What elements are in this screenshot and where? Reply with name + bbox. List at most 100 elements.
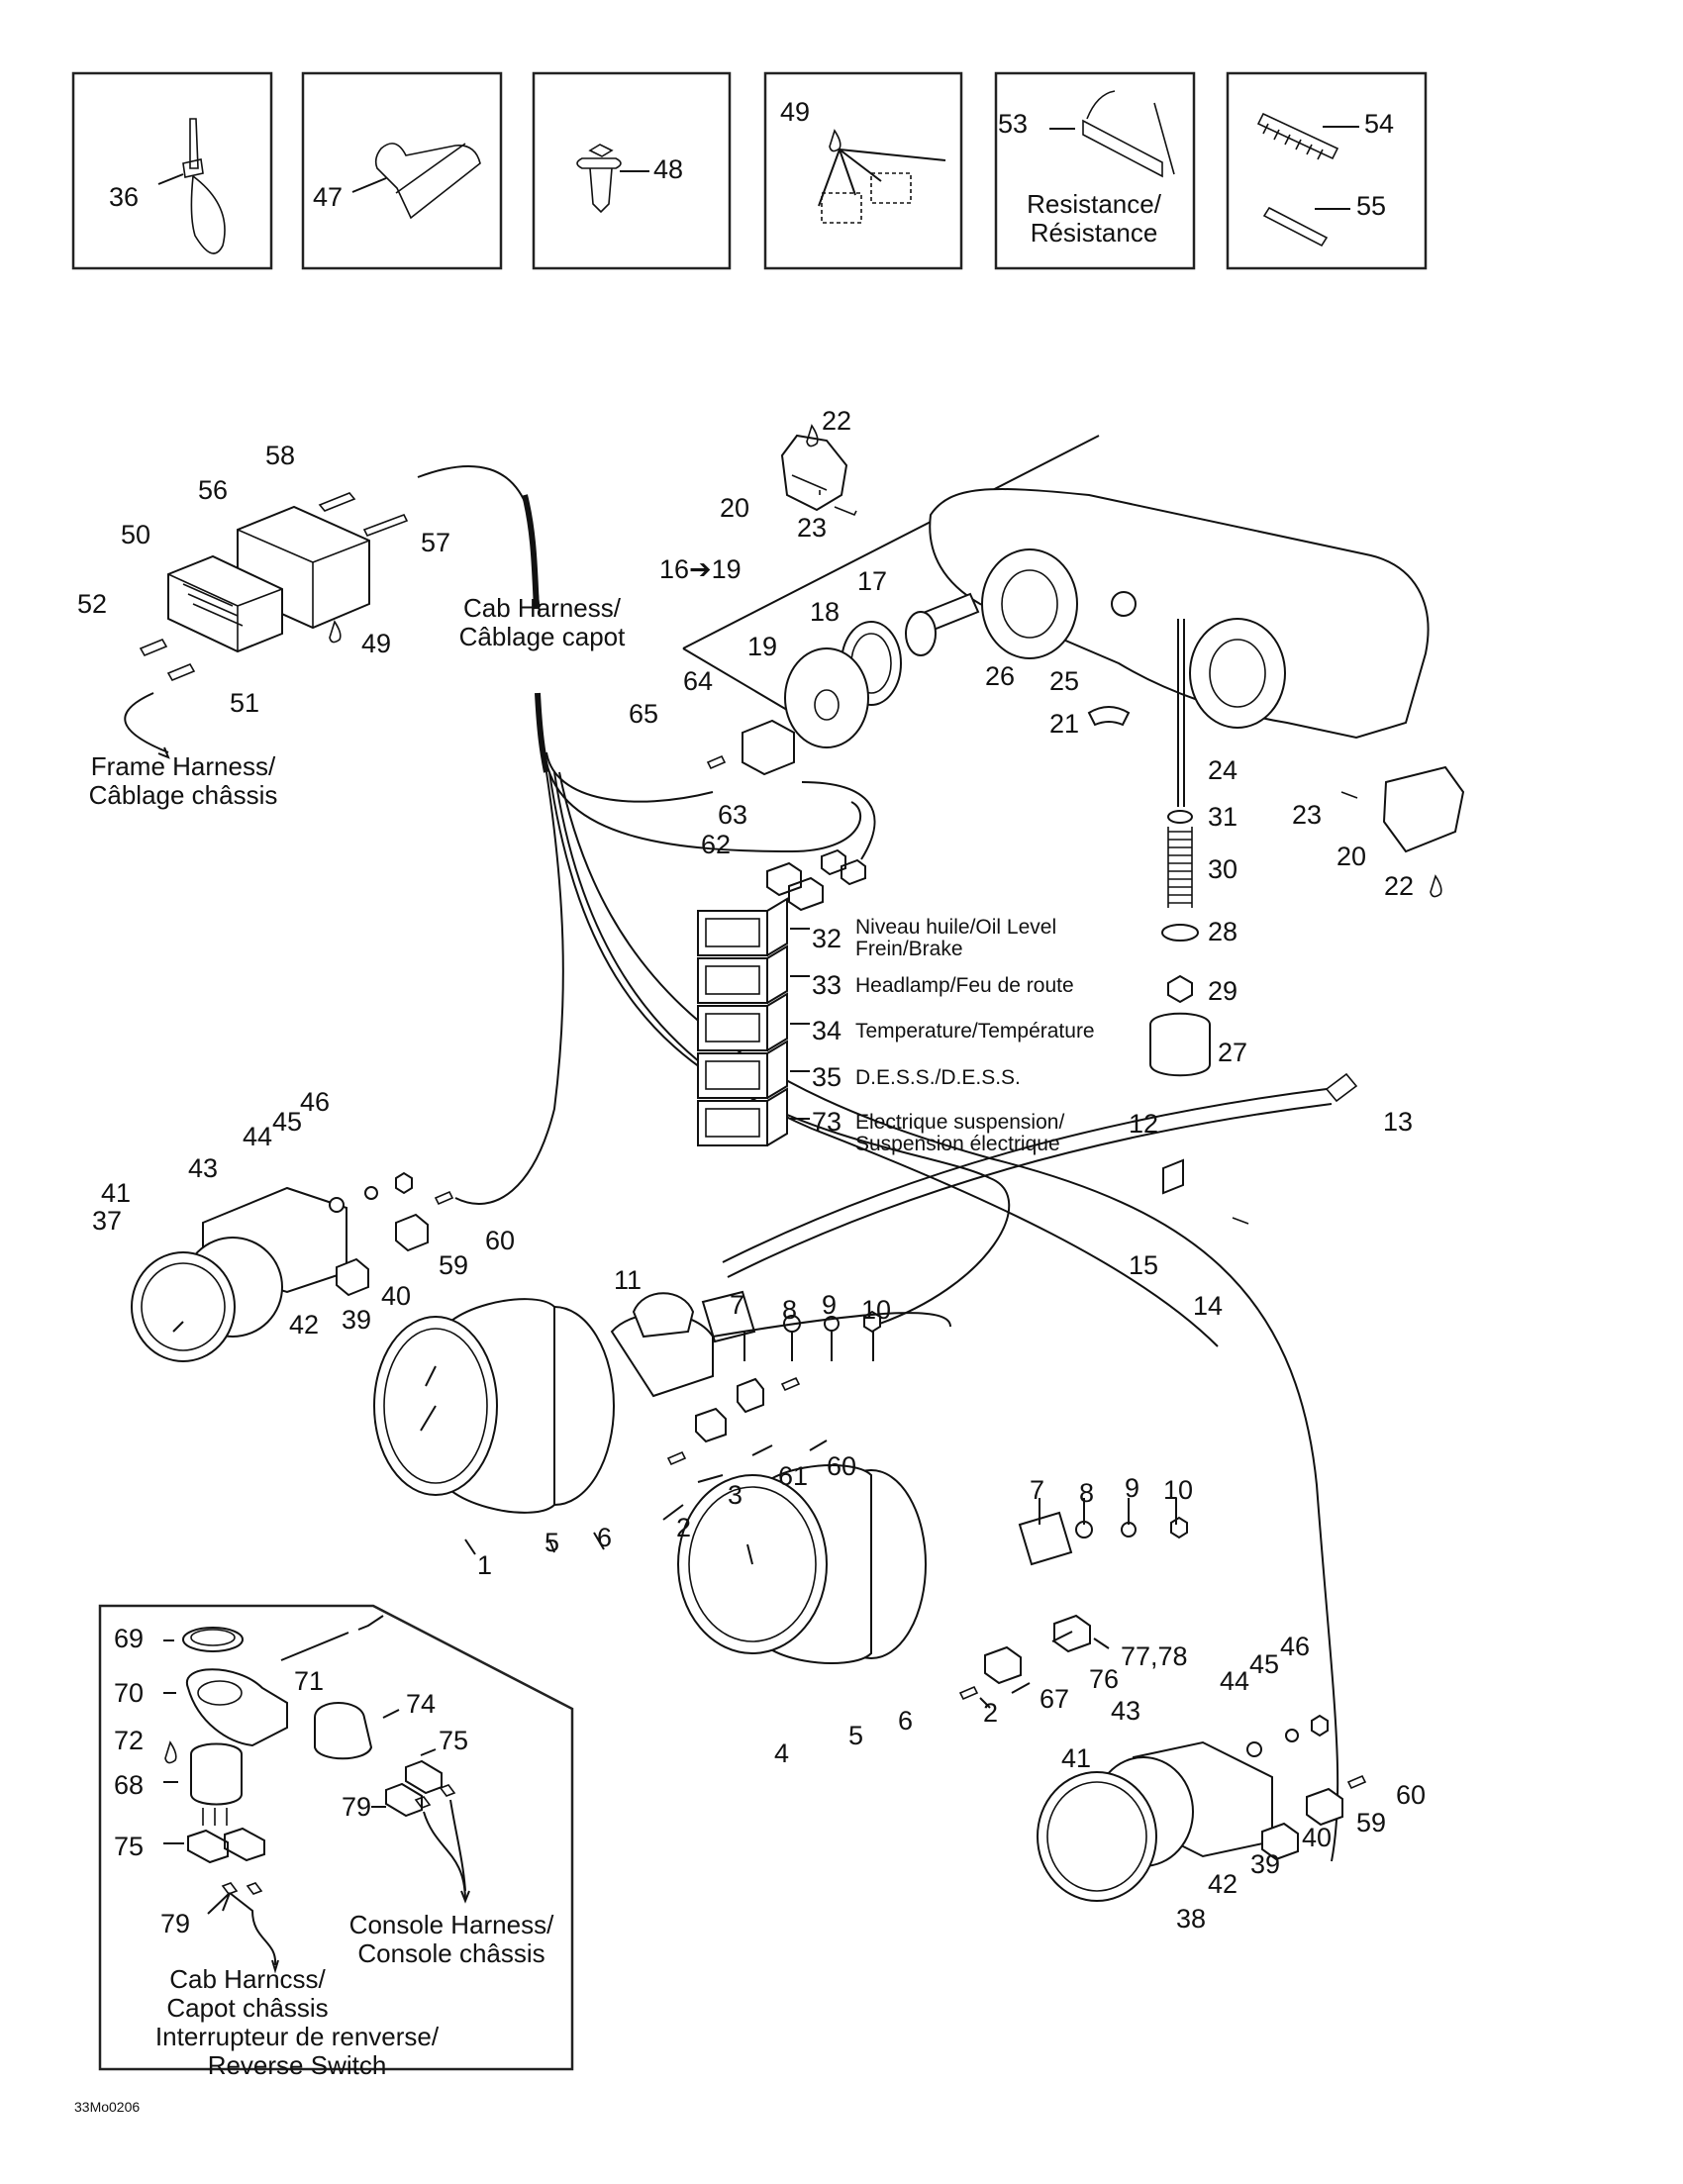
callout-40-left: 40 [381,1281,412,1311]
callout-74: 74 [406,1689,437,1719]
bracket-7 [701,1290,756,1343]
switch-number-73: 73 [812,1107,842,1137]
callout-12: 12 [1129,1109,1159,1139]
callout-19: 19 [747,632,778,661]
callout-75-left: 75 [114,1832,145,1861]
callout-60-left: 60 [485,1226,516,1255]
callout-37: 37 [92,1206,123,1236]
resistance-caption-en: Resistance/ [1027,189,1161,219]
callout-43-left: 43 [188,1153,219,1183]
clip-15 [1162,1158,1184,1195]
callout-52: 52 [77,589,108,619]
callout-7-lower: 7 [1030,1475,1045,1505]
callout-1: 1 [477,1550,493,1580]
inset-box-screw [532,71,732,270]
callout-64: 64 [683,666,714,696]
callout-70: 70 [114,1678,145,1708]
inset-box-cable-tie [71,71,273,270]
callout-41-left: 41 [101,1178,132,1208]
callout-50: 50 [121,520,151,549]
callout-2-upper: 2 [676,1513,692,1542]
console-harness-label-fr: Console châssis [357,1938,545,1968]
callout-39-left: 39 [342,1305,372,1335]
switch-label-35: D.E.S.S./D.E.S.S. [855,1066,1021,1089]
resistance-caption-fr: Résistance [1030,218,1158,248]
callout-60-mid: 60 [827,1451,857,1481]
callout-10-upper: 10 [861,1295,892,1325]
callout-47: 47 [313,182,344,212]
callout-46-left: 46 [300,1087,331,1117]
switch-stack [697,897,788,1146]
callout-45-right: 45 [1249,1649,1280,1679]
callout-76: 76 [1089,1664,1120,1694]
callout-7-upper: 7 [730,1290,745,1320]
figure-code: 33Mo0206 [74,2099,141,2115]
callout-45-left: 45 [272,1107,303,1137]
callout-10-lower: 10 [1163,1475,1194,1505]
callout-54: 54 [1364,109,1395,139]
leader-16-19 [682,435,1100,649]
bracket-20-lower [1382,765,1465,853]
switch-number-32: 32 [812,924,842,953]
callout-79-right: 79 [342,1792,372,1822]
callout-42-right: 42 [1208,1869,1238,1899]
callout-51: 51 [230,688,260,718]
inset-box-bracket [301,71,503,270]
callout-20-lower: 20 [1336,842,1367,871]
inset-cab-harness-label-en: Cab Harncss/ [169,1964,326,1994]
callout-58: 58 [265,441,296,470]
callout-68: 68 [114,1770,145,1800]
callout-6-lower: 6 [898,1706,914,1736]
spring-30 [1167,827,1193,908]
callout-43-right: 43 [1111,1696,1141,1726]
callout-28: 28 [1208,917,1238,946]
callout-16-19: 16➔19 [659,554,742,584]
callout-9-lower: 9 [1125,1473,1140,1503]
callout-44-left: 44 [243,1122,273,1151]
switch-label-73-line1: Electrique suspension/ [855,1111,1065,1134]
switch-number-33: 33 [812,970,842,1000]
speedometer-drive-11 [632,1292,695,1339]
speedometer-cable-12 [722,1088,1333,1278]
callout-25: 25 [1049,666,1080,696]
callout-2-lower: 2 [983,1698,999,1728]
callout-53: 53 [998,109,1029,139]
callout-39-right: 39 [1250,1849,1281,1879]
callout-22-lower: 22 [1384,871,1415,901]
switch-number-34: 34 [812,1016,842,1045]
socket-64 [742,719,795,776]
inset-cab-harness-label-fr: Capot châssis [166,1993,329,2023]
callout-29: 29 [1208,976,1238,1006]
callout-40-right: 40 [1302,1823,1333,1852]
inset-box-sleeve-tape [1226,71,1428,270]
callout-46-right: 46 [1280,1632,1311,1661]
callout-5-lower: 5 [848,1721,864,1750]
callout-71: 71 [294,1666,325,1696]
callout-15: 15 [1129,1250,1159,1280]
callout-61: 61 [778,1461,809,1491]
callout-60-right: 60 [1396,1780,1427,1810]
headlamp-bulb-17 [905,592,980,656]
inset-box-resistance [994,71,1196,270]
callout-49: 49 [361,629,392,658]
adjuster-rod-24 [1177,619,1185,807]
callout-56: 56 [198,475,229,505]
callout-42-left: 42 [289,1310,320,1340]
callout-20-upper: 20 [720,493,750,523]
callout-6-upper: 6 [597,1523,613,1552]
callout-30: 30 [1208,854,1238,884]
callout-62: 62 [701,830,732,859]
gauge-38 [1037,1740,1273,1902]
callout-27: 27 [1218,1038,1248,1067]
callout-49-inset: 49 [780,97,811,127]
callout-22-upper: 22 [822,406,852,436]
callout-48: 48 [653,154,684,184]
callout-77-78: 77,78 [1121,1641,1188,1671]
callout-18: 18 [810,597,841,627]
console-harness-label-en: Console Harness/ [348,1910,554,1939]
callout-69: 69 [114,1624,145,1653]
callout-4: 4 [774,1738,790,1768]
boot-19 [784,647,869,748]
switch-label-32-line2: Frein/Brake [855,938,963,960]
